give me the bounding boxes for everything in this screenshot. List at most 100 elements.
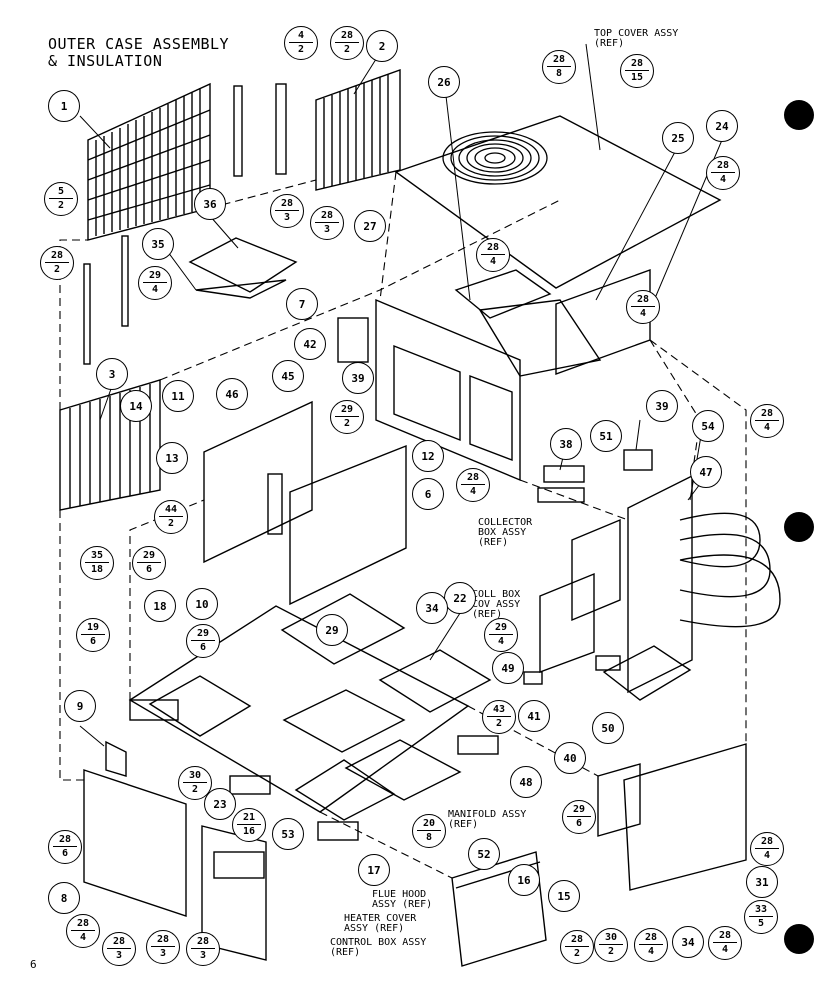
callout-part: 39 bbox=[646, 390, 678, 422]
callout-part: 53 bbox=[272, 818, 304, 850]
callout-part: 50 bbox=[592, 712, 624, 744]
ref-collector-box: COLLECTOR BOX ASSY (REF) bbox=[478, 517, 533, 548]
ref-top-cover: TOP COVER ASSY (REF) bbox=[594, 28, 679, 49]
ref-control-box: CONTROL BOX ASSY (REF) bbox=[330, 937, 427, 958]
callout-part: 45 bbox=[272, 360, 304, 392]
callout-part: 46 bbox=[216, 378, 248, 410]
callout-part: 24 bbox=[706, 110, 738, 142]
callout-part: 35 bbox=[142, 228, 174, 260]
callout-part: 54 bbox=[692, 410, 724, 442]
callout-part: 6 bbox=[412, 478, 444, 510]
callout-part: 2 bbox=[366, 30, 398, 62]
callout-part: 26 bbox=[428, 66, 460, 98]
title-line-2: & INSULATION bbox=[48, 52, 163, 70]
callout-part: 15 bbox=[548, 880, 580, 912]
callout-part: 51 bbox=[590, 420, 622, 452]
ref-manifold: MANIFOLD ASSY (REF) bbox=[448, 809, 527, 830]
page-number: 6 bbox=[30, 958, 37, 971]
callout-part: 1 bbox=[48, 90, 80, 122]
title-line-1: OUTER CASE ASSEMBLY bbox=[48, 35, 230, 53]
callout-part: 14 bbox=[120, 390, 152, 422]
callout-part: 42 bbox=[294, 328, 326, 360]
left-grille-1 bbox=[87, 82, 211, 241]
callout-part: 31 bbox=[746, 866, 778, 898]
binder-hole-icon bbox=[784, 100, 814, 130]
callout-part: 3 bbox=[96, 358, 128, 390]
callout-part: 34 bbox=[416, 592, 448, 624]
ref-coll-box-cov: COLL BOX COV ASSY (REF) bbox=[472, 589, 521, 620]
callout-part: 18 bbox=[144, 590, 176, 622]
callout-part: 36 bbox=[194, 188, 226, 220]
callout-part: 25 bbox=[662, 122, 694, 154]
callout-part: 27 bbox=[354, 210, 386, 242]
page-title: OUTER CASE ASSEMBLY & INSULATION bbox=[48, 36, 229, 70]
binder-hole-icon bbox=[784, 924, 814, 954]
callout-part: 9 bbox=[64, 690, 96, 722]
callout-part: 17 bbox=[358, 854, 390, 886]
callout-part: 47 bbox=[690, 456, 722, 488]
callout-part: 23 bbox=[204, 788, 236, 820]
callout-part: 22 bbox=[444, 582, 476, 614]
ref-flue-hood: FLUE HOOD ASSY (REF) bbox=[372, 889, 433, 910]
callout-part: 34 bbox=[672, 926, 704, 958]
callout-part: 10 bbox=[186, 588, 218, 620]
callout-part: 13 bbox=[156, 442, 188, 474]
fan-coil bbox=[442, 131, 548, 185]
rear-grille-2 bbox=[315, 69, 401, 191]
callout-part: 11 bbox=[162, 380, 194, 412]
callout-part: 48 bbox=[510, 766, 542, 798]
callout-part: 41 bbox=[518, 700, 550, 732]
callout-part: 52 bbox=[468, 838, 500, 870]
callout-part: 29 bbox=[316, 614, 348, 646]
callout-part: 49 bbox=[492, 652, 524, 684]
binder-hole-icon bbox=[784, 512, 814, 542]
side-grille-3 bbox=[59, 379, 161, 511]
callout-part: 12 bbox=[412, 440, 444, 472]
callout-part: 39 bbox=[342, 362, 374, 394]
ref-heater-cover: HEATER COVER ASSY (REF) bbox=[344, 913, 417, 934]
callout-part: 38 bbox=[550, 428, 582, 460]
callout-part: 40 bbox=[554, 742, 586, 774]
callout-part: 8 bbox=[48, 882, 80, 914]
callout-part: 7 bbox=[286, 288, 318, 320]
